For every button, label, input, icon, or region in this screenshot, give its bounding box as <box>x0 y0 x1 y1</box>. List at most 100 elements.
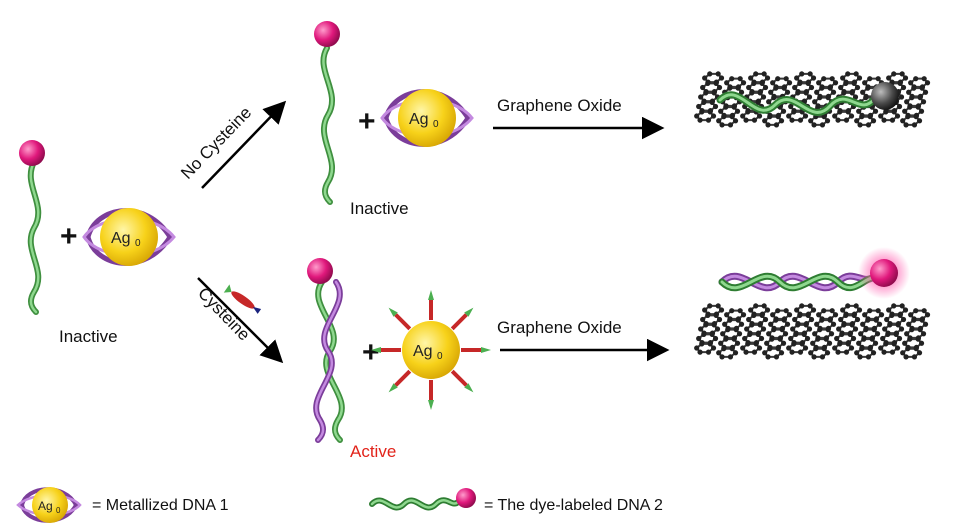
graphene-atom <box>918 108 925 114</box>
graphene-atom <box>775 308 781 314</box>
graphene-atom <box>765 122 771 128</box>
graphene-atom <box>773 122 780 128</box>
graphene-atom <box>760 326 767 332</box>
graphene-atom <box>859 114 865 120</box>
graphene-atom <box>724 312 730 318</box>
graphene-atom <box>799 303 805 309</box>
graphene-atom <box>815 336 821 342</box>
graphene-atom <box>740 312 747 318</box>
graphene-atom <box>810 307 817 313</box>
graphene-atom <box>747 331 753 338</box>
top-metallized-dna: Ag 0 <box>380 89 474 147</box>
graphene-atom <box>900 84 907 91</box>
graphene-atom <box>731 104 737 110</box>
graphene-atom <box>825 95 831 101</box>
top-dye-dna <box>314 21 340 205</box>
graphene-atom <box>836 326 842 332</box>
graphene-atom <box>718 340 724 346</box>
graphene-atom <box>837 109 843 115</box>
graphene-atom <box>775 114 781 120</box>
graphene-atom <box>780 108 787 114</box>
graphene-atom <box>819 85 825 91</box>
graphene-atom <box>889 312 895 319</box>
graphene-atom <box>786 80 793 86</box>
graphene-atom <box>701 99 707 106</box>
graphene-atom <box>802 345 809 351</box>
graphene-atom <box>843 80 849 87</box>
graphene-atom <box>771 327 777 333</box>
graphene-atom <box>742 335 748 342</box>
graphene-atom <box>908 80 914 86</box>
graphene-atom <box>850 335 857 342</box>
graphene-atom <box>902 340 908 346</box>
graphene-atom <box>799 341 805 347</box>
graphene-atom <box>790 326 796 332</box>
graphene-atom <box>878 345 884 351</box>
graphene-atom <box>714 326 721 332</box>
plus-sign: + <box>358 105 376 138</box>
graphene-atom <box>913 76 919 82</box>
graphene-atom <box>756 113 763 119</box>
graphene-atom <box>865 122 872 128</box>
graphene-atom <box>810 75 817 81</box>
graphene-atom <box>899 71 905 77</box>
graphene-atom <box>766 99 772 105</box>
graphene-atom <box>841 90 847 96</box>
graphene-atom <box>762 118 768 124</box>
graphene-atom <box>896 335 903 342</box>
graphene-atom <box>824 350 831 356</box>
graphene-atom <box>808 316 815 323</box>
graphene-atom <box>883 341 889 347</box>
graphene-atom <box>911 85 917 91</box>
graphene-atom <box>729 76 735 82</box>
graphene-atom <box>883 109 889 115</box>
graphene-atom <box>915 336 921 342</box>
graphene-atom <box>780 340 787 346</box>
graphene-atom <box>872 340 879 346</box>
graphene-atom <box>729 346 735 352</box>
graphene-atom <box>853 303 859 309</box>
graphene-atom <box>843 117 850 123</box>
graphene-atom <box>779 327 785 333</box>
graphene-atom <box>718 75 725 81</box>
graphene-atom <box>773 85 779 91</box>
inactive-label-top: Inactive <box>350 199 409 218</box>
graphene-atom <box>907 336 913 342</box>
graphene-atom <box>745 341 751 347</box>
graphene-atom <box>784 89 791 95</box>
arrow-cysteine <box>197 277 284 364</box>
graphene-atom <box>699 341 705 347</box>
graphene-atom <box>705 117 712 123</box>
dye-ball <box>19 140 45 166</box>
graphene-atom <box>814 89 820 95</box>
graphene-atom <box>748 75 754 81</box>
graphene-atom <box>900 316 907 323</box>
svg-text:0: 0 <box>56 506 61 515</box>
graphene-atom <box>735 317 741 323</box>
graphene-atom <box>757 322 763 328</box>
graphene-atom <box>803 90 809 96</box>
graphene-atom <box>760 94 767 100</box>
graphene-atom <box>898 326 905 332</box>
graphene-atom <box>792 316 798 323</box>
graphene-atom <box>921 76 927 82</box>
graphene-atom <box>904 331 910 337</box>
graphene-atom <box>764 307 771 313</box>
graphene-atom <box>841 322 847 328</box>
graphene-atom <box>811 354 817 360</box>
active-duplex-dna <box>307 258 345 443</box>
graphene-atom <box>736 331 743 337</box>
plus-sign: + <box>60 220 78 253</box>
graphene-atom <box>801 331 807 338</box>
graphene-atom <box>761 71 767 77</box>
graphene-atom <box>807 303 813 309</box>
active-label: Active <box>350 442 396 461</box>
graphene-atom <box>725 327 731 333</box>
graphene-atom <box>755 331 761 338</box>
graphene-atom <box>828 331 835 337</box>
graphene-atom <box>702 307 708 313</box>
graphene-atom <box>919 317 925 323</box>
graphene-atom <box>849 322 855 328</box>
graphene-atom <box>749 322 755 328</box>
graphene-atom <box>711 90 717 96</box>
